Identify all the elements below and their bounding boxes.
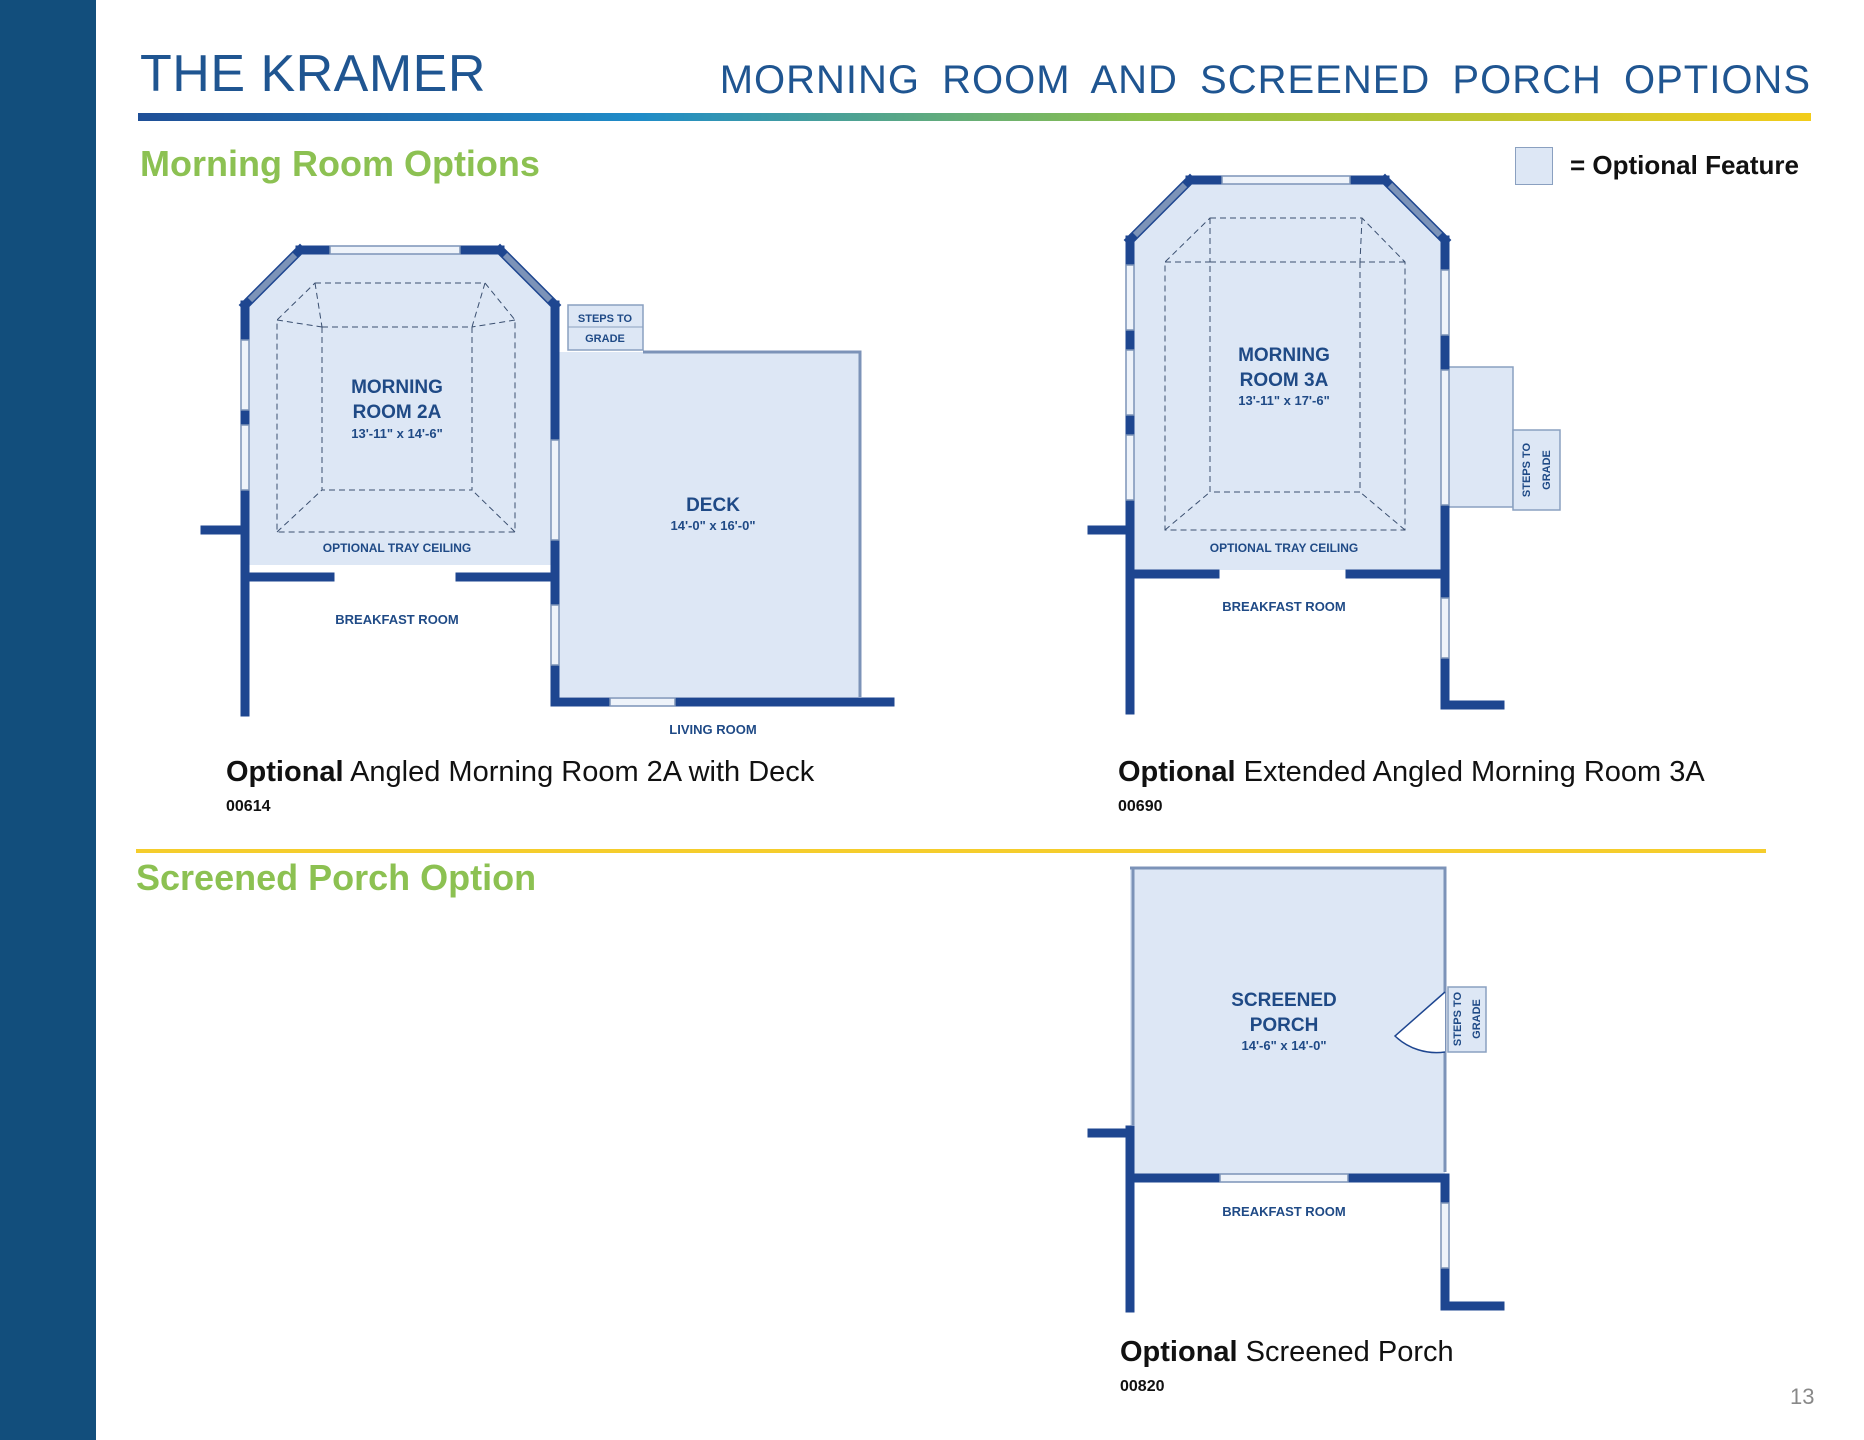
- section-title-morning: Morning Room Options: [140, 143, 540, 184]
- header-gradient-rule: [138, 113, 1811, 121]
- steps-label: STEPS TO: [1521, 442, 1533, 497]
- steps-box: [1512, 429, 1561, 511]
- plan-code-porch: 00820: [1120, 1378, 1165, 1395]
- page-number: 13: [1790, 1384, 1815, 1409]
- plan-caption-2a: Optional Angled Morning Room 2A with Dec…: [226, 756, 814, 789]
- brand-title: THE KRAMER: [140, 45, 486, 103]
- screened-porch-fill: [1130, 868, 1445, 1178]
- deck-label: DECK: [686, 495, 740, 516]
- walls: [1087, 1125, 1505, 1313]
- breakfast-room-label: BREAKFAST ROOM: [1222, 599, 1346, 614]
- morning-room-3a-fill: [1130, 180, 1445, 570]
- steps-label: GRADE: [585, 333, 625, 345]
- windows: [1219, 1173, 1450, 1269]
- caption-text: Screened Porch: [1237, 1336, 1454, 1368]
- room-label: PORCH: [1250, 1015, 1319, 1036]
- room-dimensions: 13'-11" x 17'-6": [1238, 393, 1330, 408]
- tray-ceiling-lines: [1164, 217, 1406, 531]
- deck-dimensions: 14'-0" x 16'-0": [670, 518, 755, 533]
- floorplan-screened-porch: SCREENED PORCH 14'-6" x 14'-0" BREAKFAST…: [1087, 866, 1505, 1313]
- legend-swatch: [1515, 147, 1553, 185]
- steps-box: [1447, 986, 1487, 1053]
- room-label: SCREENED: [1231, 990, 1337, 1011]
- plan-caption-3a: Optional Extended Angled Morning Room 3A: [1118, 756, 1705, 789]
- section-divider: [136, 849, 1766, 853]
- breakfast-room-label: BREAKFAST ROOM: [335, 612, 459, 627]
- steps-platform: [1444, 366, 1514, 508]
- deck-fill: [555, 352, 860, 697]
- plan-caption-porch: Optional Screened Porch: [1120, 1336, 1454, 1369]
- floorplan-morning-room-2a: MORNING ROOM 2A 13'-11" x 14'-6" OPTIONA…: [200, 243, 895, 737]
- caption-text: Extended Angled Morning Room 3A: [1235, 756, 1705, 788]
- plan-code-3a: 00690: [1118, 798, 1163, 815]
- room-dimensions: 14'-6" x 14'-0": [1241, 1038, 1326, 1053]
- steps-label: STEPS TO: [1452, 991, 1464, 1046]
- windows: [240, 245, 676, 707]
- plan-code-2a: 00614: [226, 798, 271, 815]
- page-title: MORNING ROOM AND SCREENED PORCH OPTIONS: [719, 58, 1811, 102]
- legend-text: = Optional Feature: [1570, 150, 1799, 180]
- breakfast-room-label: BREAKFAST ROOM: [1222, 1204, 1346, 1219]
- living-room-label: LIVING ROOM: [669, 722, 756, 737]
- sidebar-band: [0, 0, 96, 1440]
- steps-label: GRADE: [1541, 450, 1553, 490]
- room-label: MORNING: [1238, 345, 1330, 366]
- windows: [1125, 175, 1450, 659]
- tray-ceiling-label: OPTIONAL TRAY CEILING: [1210, 541, 1358, 555]
- room-label: ROOM 2A: [353, 402, 442, 423]
- caption-bold: Optional: [226, 756, 344, 788]
- tray-ceiling-label: OPTIONAL TRAY CEILING: [323, 541, 471, 555]
- floorplan-morning-room-3a: MORNING ROOM 3A 13'-11" x 17'-6" OPTIONA…: [1087, 173, 1561, 715]
- room-label: MORNING: [351, 377, 443, 398]
- steps-label: GRADE: [1471, 999, 1483, 1039]
- steps-label: STEPS TO: [578, 313, 633, 325]
- caption-bold: Optional: [1120, 1336, 1238, 1368]
- room-label: ROOM 3A: [1240, 370, 1329, 391]
- section-title-porch: Screened Porch Option: [136, 857, 537, 898]
- room-dimensions: 13'-11" x 14'-6": [351, 426, 443, 441]
- tray-ceiling-lines: [276, 282, 516, 533]
- caption-bold: Optional: [1118, 756, 1236, 788]
- caption-text: Angled Morning Room 2A with Deck: [343, 756, 815, 788]
- door-swing: [1393, 991, 1446, 1054]
